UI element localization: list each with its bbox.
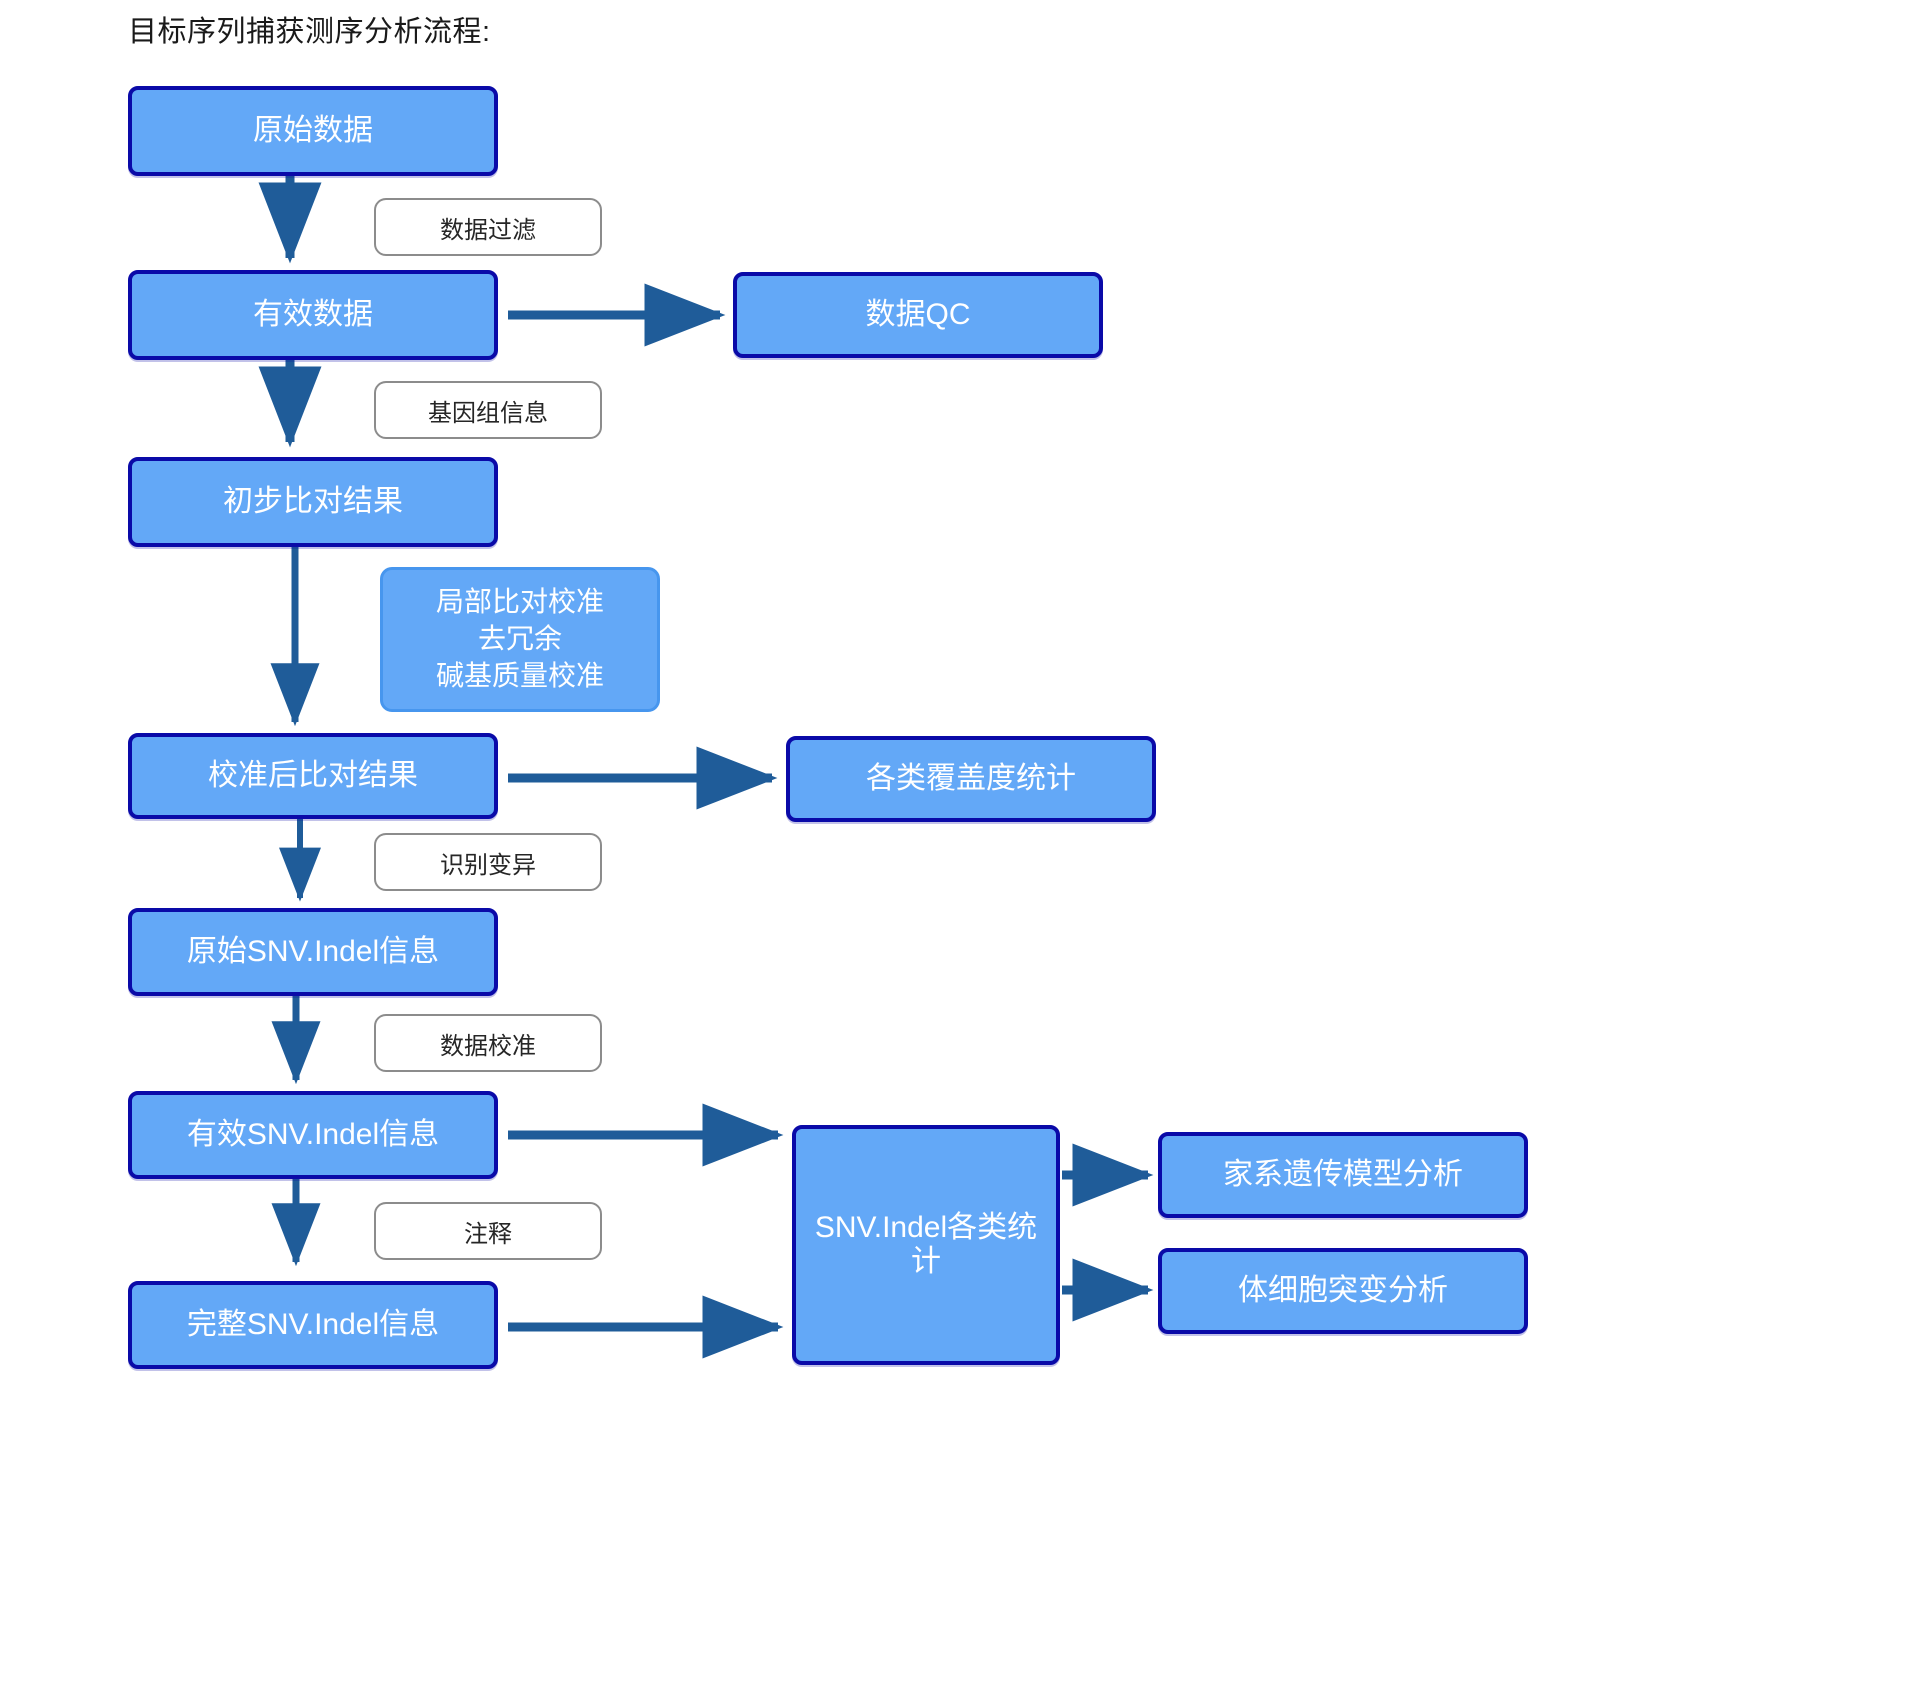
node-raw-data[interactable]: 原始数据: [128, 86, 498, 176]
note-line-3: 碱基质量校准: [435, 659, 604, 691]
edge-label-annotation: 注释: [374, 1202, 602, 1260]
edge-label-data-filter: 数据过滤: [374, 198, 602, 256]
node-valid-data[interactable]: 有效数据: [128, 270, 498, 360]
edge-label-genome-info: 基因组信息: [374, 381, 602, 439]
node-somatic-analysis[interactable]: 体细胞突变分析: [1158, 1248, 1528, 1334]
edge-label-data-calibration: 数据校准: [374, 1014, 602, 1072]
node-pedigree-analysis[interactable]: 家系遗传模型分析: [1158, 1132, 1528, 1218]
node-calibrated-alignment[interactable]: 校准后比对结果: [128, 733, 498, 819]
note-line-2: 去冗余: [477, 623, 562, 655]
node-valid-snv-indel[interactable]: 有效SNV.Indel信息: [128, 1091, 498, 1179]
note-alignment-calibration: 局部比对校准 去冗余 碱基质量校准: [380, 567, 660, 712]
node-complete-snv-indel[interactable]: 完整SNV.Indel信息: [128, 1281, 498, 1369]
node-initial-alignment[interactable]: 初步比对结果: [128, 457, 498, 547]
node-raw-snv-indel[interactable]: 原始SNV.Indel信息: [128, 908, 498, 996]
node-coverage-stats[interactable]: 各类覆盖度统计: [786, 736, 1156, 822]
node-data-qc[interactable]: 数据QC: [733, 272, 1103, 358]
page-title: 目标序列捕获测序分析流程:: [128, 16, 491, 48]
note-line-1: 局部比对校准: [435, 586, 604, 618]
edge-label-variant-calling: 识别变异: [374, 833, 602, 891]
node-snv-indel-stats[interactable]: SNV.Indel各类统计: [792, 1125, 1060, 1365]
